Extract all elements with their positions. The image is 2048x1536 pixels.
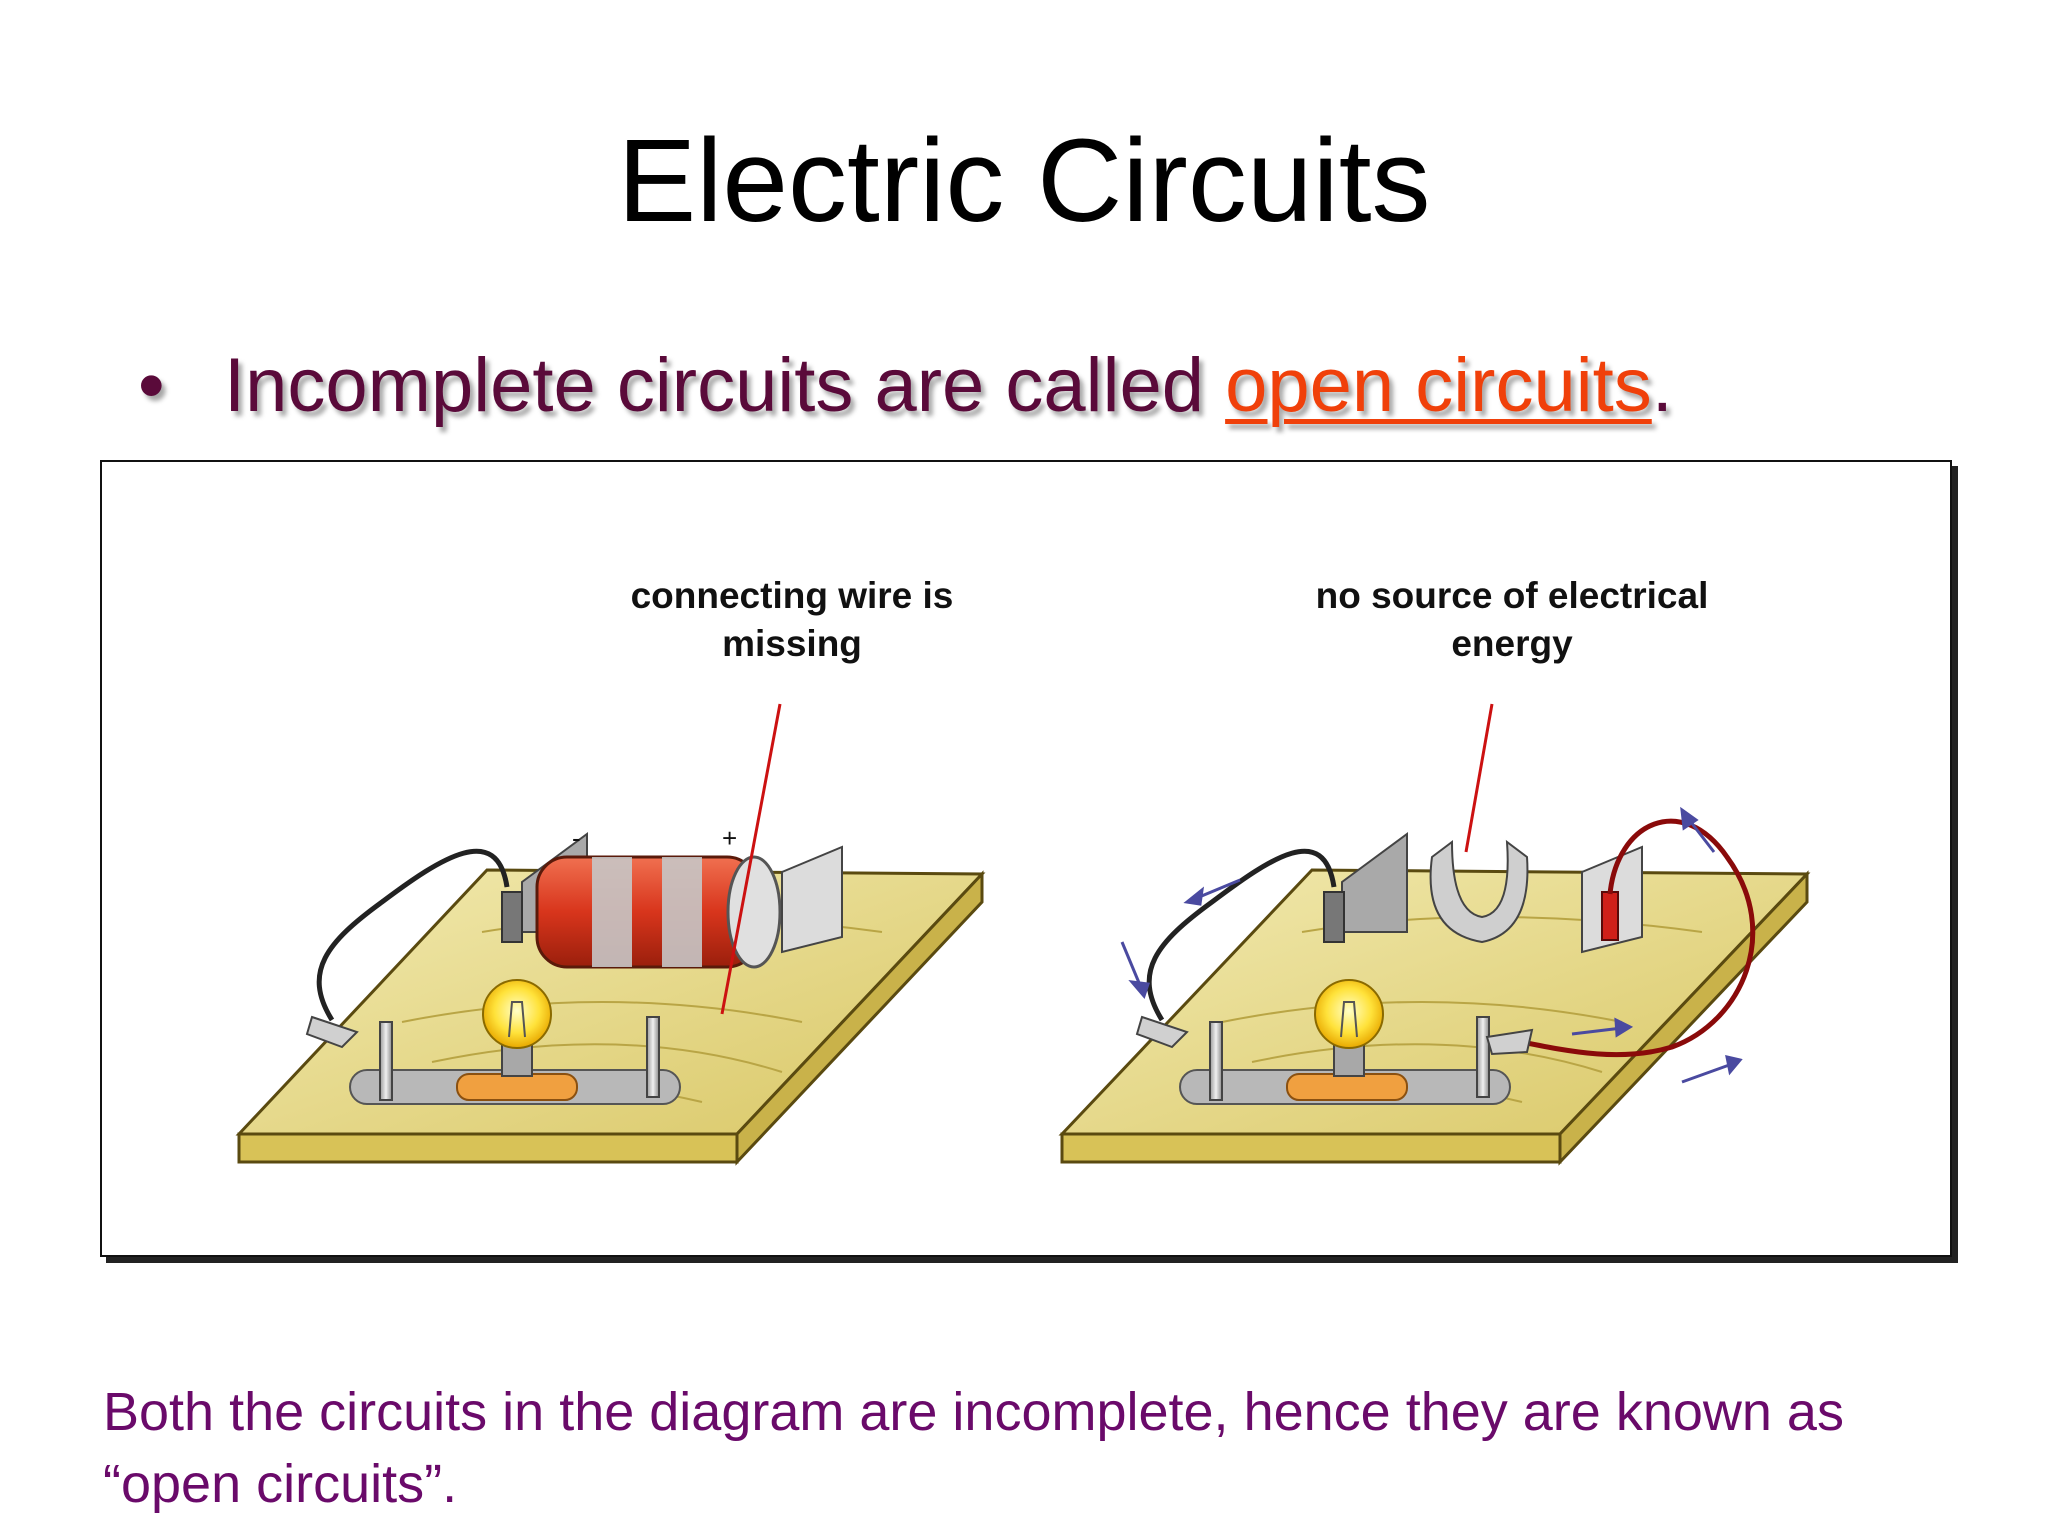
left-battery — [501, 832, 843, 969]
footer-explanation: Both the circuits in the diagram are inc… — [103, 1382, 1844, 1514]
right-light-bulb — [1314, 979, 1384, 1077]
battery-plus-label: + — [722, 823, 737, 853]
left-terminal-posts — [379, 1016, 660, 1101]
left-light-bulb — [482, 979, 552, 1077]
slide-title: Electric Circuits — [617, 115, 1431, 247]
bullet-point: •Incomplete circuits are called open cir… — [138, 348, 1673, 424]
current-direction-arrows — [1120, 806, 1743, 1084]
right-base-strip — [1179, 1069, 1511, 1105]
left-pointer-line — [720, 703, 782, 1015]
right-pointer-line — [1464, 703, 1494, 853]
caption-no-energy-source: no source of electrical energy — [1315, 575, 1709, 664]
circuit-diagram-figure: - + — [100, 460, 1952, 1257]
right-circuit-board — [1058, 868, 1811, 1166]
battery-minus-label: - — [572, 823, 581, 853]
left-connecting-wire — [305, 848, 510, 1049]
bullet-period: . — [1651, 343, 1673, 428]
bullet-text: Incomplete circuits are called — [224, 343, 1226, 428]
bullet-marker: • — [138, 343, 165, 428]
right-empty-battery-holder — [1323, 832, 1643, 954]
caption-connecting-wire-missing: connecting wire is missing — [630, 575, 954, 664]
circuit-diagram-illustration: - + — [235, 703, 1811, 1166]
open-circuits-highlight: open circuits — [1225, 343, 1652, 428]
right-connecting-wires — [1135, 818, 1756, 1058]
